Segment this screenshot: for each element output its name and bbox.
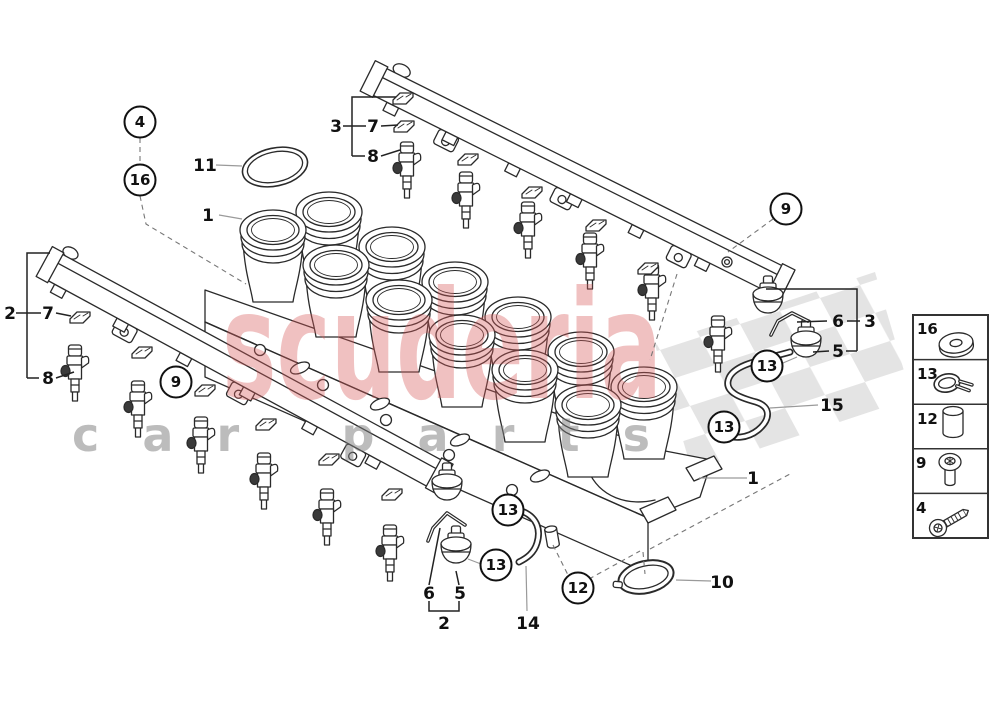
svg-text:9: 9: [171, 373, 181, 391]
fuel-injector: [451, 171, 481, 229]
flanged-bolt-icon: [939, 454, 961, 486]
callout-9-left: 9: [161, 367, 192, 398]
vent-hose-left: [519, 512, 538, 562]
label-5-bottom: 5: [454, 584, 466, 604]
callout-13-hose-right: 13: [709, 412, 740, 443]
callout-16: 16: [125, 165, 156, 196]
pressure-regulator-exploded-left: [440, 525, 472, 564]
retaining-spring-clip-right: [771, 313, 808, 335]
label-1-right: 1: [747, 469, 759, 489]
retaining-clip: [521, 186, 543, 199]
label-10: 10: [710, 573, 734, 593]
svg-text:4: 4: [135, 113, 145, 131]
washer-icon: [938, 331, 975, 359]
rail-bolt: [722, 257, 732, 267]
svg-text:13: 13: [498, 501, 519, 519]
legend-row-4: 4: [916, 499, 973, 540]
retaining-clip: [393, 120, 415, 133]
svg-text:13: 13: [917, 365, 938, 383]
vent-hose-right: [723, 352, 790, 437]
legend-row-13: 13: [917, 365, 973, 397]
legend-row-12: 12: [917, 407, 963, 438]
svg-text:13: 13: [486, 556, 507, 574]
fuel-injector: [375, 524, 405, 582]
callout-9-right: 9: [771, 194, 802, 225]
label-15: 15: [820, 396, 844, 416]
svg-text:4: 4: [916, 499, 926, 517]
fuel-injector: [186, 416, 216, 474]
o-ring-seal: [239, 142, 311, 193]
leader-lines: [216, 165, 818, 611]
label-7-top: 7: [367, 117, 379, 137]
label-6-bottom: 6: [423, 584, 435, 604]
svg-text:9: 9: [916, 454, 926, 472]
callout-13-rail-right: 13: [752, 351, 783, 382]
svg-text:13: 13: [714, 418, 735, 436]
retaining-spring-clip-left: [428, 513, 465, 541]
fuel-injector: [513, 201, 543, 259]
callout-13-hose-left: 13: [493, 495, 524, 526]
socket-screw-icon: [926, 503, 972, 539]
label-8-left: 8: [42, 369, 54, 389]
label-6-right: 6: [832, 312, 844, 332]
retaining-clip: [457, 153, 479, 166]
retaining-clip: [318, 453, 340, 466]
checkered-flag: [655, 272, 912, 471]
svg-text:12: 12: [568, 579, 589, 597]
label-14: 14: [516, 614, 540, 634]
legend-row-9: 9: [916, 454, 961, 486]
dashed-guides: [140, 138, 790, 579]
fuel-injector: [60, 344, 90, 402]
svg-text:16: 16: [917, 320, 938, 338]
fuel-injector: [312, 488, 342, 546]
svg-text:9: 9: [781, 200, 791, 218]
hose-clamp-icon: [932, 369, 973, 397]
label-8-top: 8: [367, 147, 379, 167]
svg-text:13: 13: [757, 357, 778, 375]
label-11: 11: [193, 156, 217, 176]
label-2-left: 2: [4, 304, 16, 324]
label-2-bottom: 2: [438, 614, 450, 634]
bracket-lines: [16, 97, 860, 611]
circled-callouts: 4 16 9 9 13 13 13 13: [125, 107, 802, 604]
fuel-rail-upper: [354, 53, 799, 313]
legend-row-16: 16: [917, 320, 975, 359]
callout-13-regulator-left: 13: [481, 550, 512, 581]
label-7-left: 7: [42, 304, 54, 324]
retaining-clip: [69, 311, 91, 324]
number-labels: 11 1 3 7 8 2 7 8 6 3 5 15 1 10 6 5 2 14: [4, 117, 876, 634]
fuel-injector: [249, 452, 279, 510]
intake-manifold-assembly: [29, 53, 822, 601]
label-3-top: 3: [330, 117, 342, 137]
watermark-secondary: car parts: [72, 408, 650, 462]
legend-table: 16 13 12 9: [913, 315, 988, 540]
label-5-right: 5: [832, 342, 844, 362]
retaining-clip: [585, 219, 607, 232]
oval-gasket: [609, 555, 677, 600]
sleeve-icon: [943, 407, 963, 438]
svg-text:12: 12: [917, 410, 938, 428]
retaining-clip: [194, 384, 216, 397]
label-3-right: 3: [864, 312, 876, 332]
retaining-clip: [381, 488, 403, 501]
watermark-primary: scuderia: [222, 260, 662, 434]
svg-text:16: 16: [130, 171, 151, 189]
callout-4: 4: [125, 107, 156, 138]
callout-12: 12: [563, 573, 594, 604]
label-1-left: 1: [202, 206, 214, 226]
retaining-clip: [131, 346, 153, 359]
